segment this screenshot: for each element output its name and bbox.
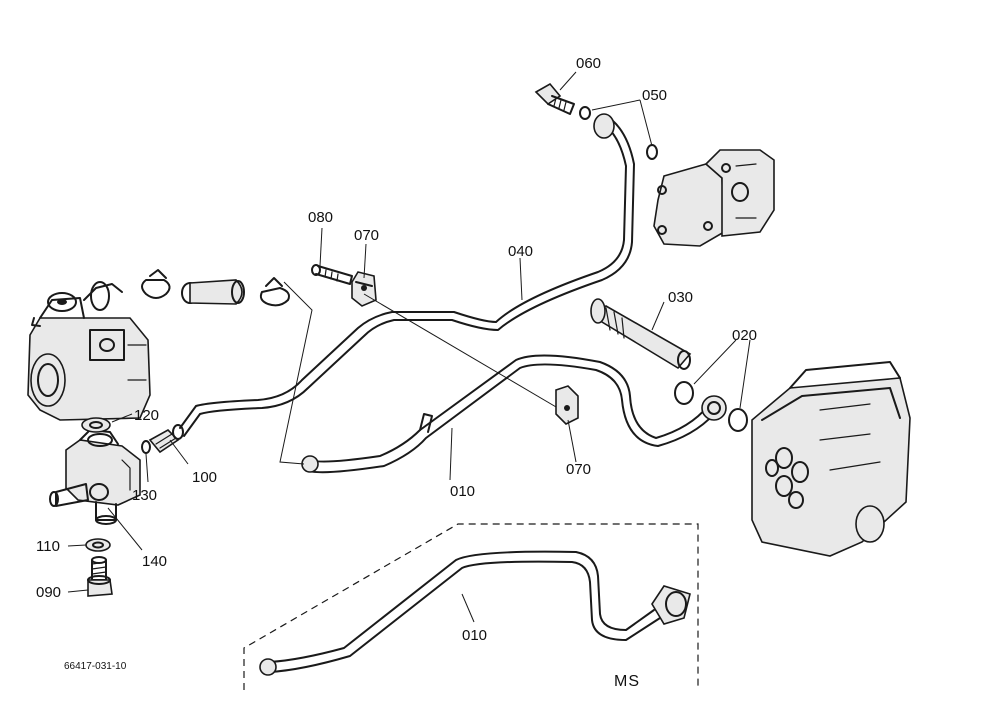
label-140: 140: [142, 553, 167, 570]
bolt-090: [87, 556, 113, 597]
upper-pump: [653, 149, 775, 247]
ms-variant-frame: [243, 523, 699, 690]
pipe-010: [301, 354, 727, 474]
drawing-code: 66417-031-10: [64, 661, 127, 672]
clamp-070-lower: [555, 385, 579, 425]
leader-lines: [67, 71, 751, 623]
label-080: 080: [308, 209, 333, 226]
fitting-030: [590, 298, 692, 370]
o-ring-020-b: [728, 408, 748, 432]
label-060: 060: [576, 55, 601, 72]
label-020: 020: [732, 327, 757, 344]
washer-050-a: [579, 106, 591, 120]
label-010-main: 010: [450, 483, 475, 500]
fitting-100: [148, 424, 184, 454]
label-040: 040: [508, 243, 533, 260]
washer-050-b: [646, 144, 658, 160]
label-030: 030: [668, 289, 693, 306]
label-050: 050: [642, 87, 667, 104]
o-ring-130: [141, 440, 151, 454]
ms-variant-label: MS: [614, 673, 640, 690]
valve-block: [49, 429, 141, 525]
washer-110: [85, 538, 111, 552]
washer-120: [81, 417, 111, 433]
transmission-housing: [751, 361, 911, 557]
banjo-bolt-060: [534, 82, 575, 115]
pipe-010-ms: [259, 550, 691, 676]
pump-housing: [27, 281, 151, 421]
hose-assembly: [141, 269, 290, 307]
label-100: 100: [192, 469, 217, 486]
pipe-040: [179, 113, 635, 437]
bolt-080: [311, 264, 353, 285]
o-ring-020-a: [674, 381, 694, 405]
label-090: 090: [36, 584, 61, 601]
label-010-ms: 010: [462, 627, 487, 644]
label-110: 110: [36, 538, 60, 555]
label-120: 120: [134, 407, 159, 424]
label-070-upper: 070: [354, 227, 379, 244]
label-070-lower: 070: [566, 461, 591, 478]
label-130: 130: [132, 487, 157, 504]
